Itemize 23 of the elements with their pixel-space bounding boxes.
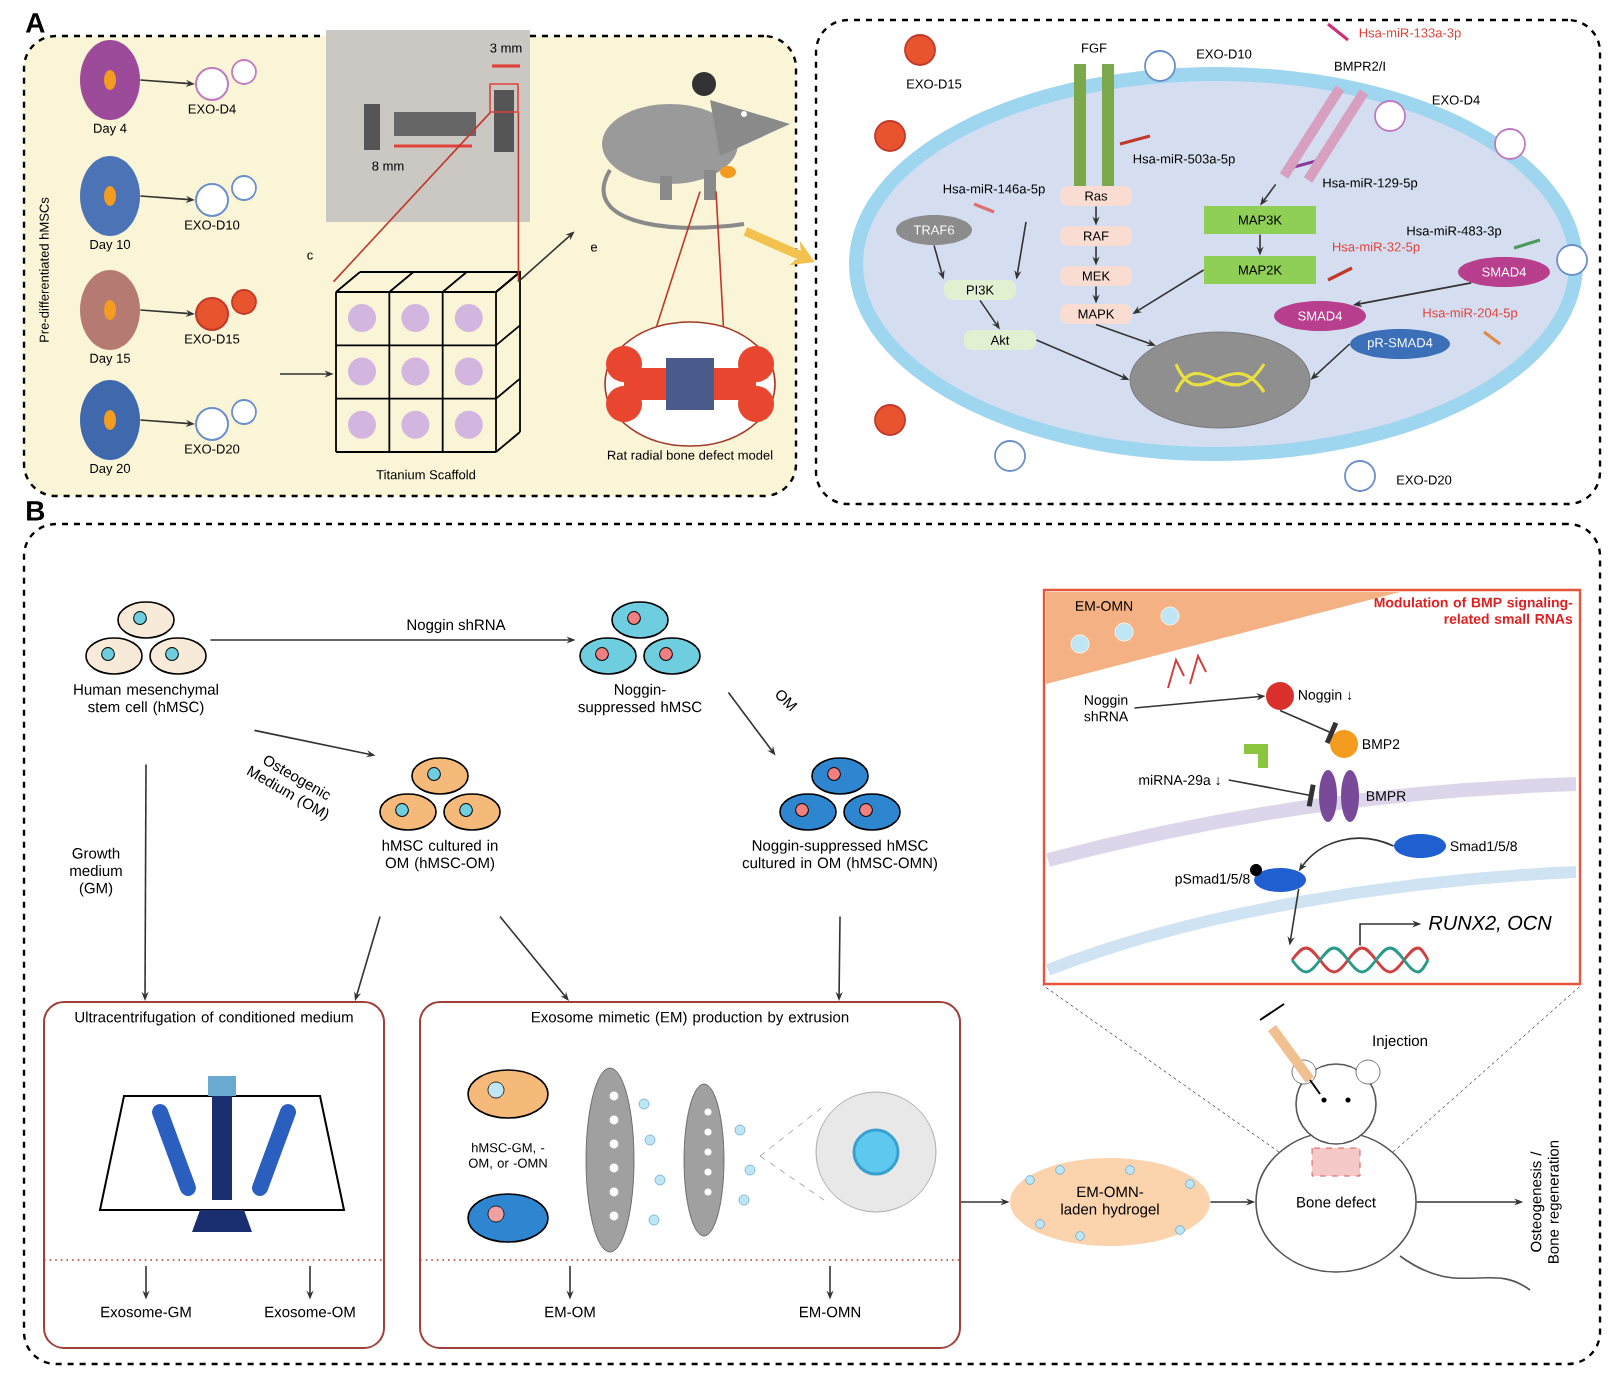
photo — [326, 30, 530, 222]
arrow — [499, 915, 569, 1001]
node-label: A — [25, 13, 45, 33]
rat-drawing — [601, 72, 790, 230]
dna-drawing — [1290, 946, 1430, 974]
inhibition-line — [1227, 779, 1316, 807]
exosome — [874, 404, 906, 436]
exosome — [904, 34, 936, 66]
connector-line — [715, 190, 725, 327]
gene-label: RUNX2, OCN — [1428, 915, 1552, 933]
connector-line — [655, 190, 701, 327]
exosome — [1344, 460, 1376, 492]
connector-line — [1042, 984, 1280, 1153]
exosome — [874, 120, 906, 152]
nucleus-drawing — [1129, 331, 1311, 429]
exosome — [1494, 128, 1526, 160]
exosome — [1144, 50, 1176, 82]
exosome — [1556, 244, 1588, 276]
connector-line — [517, 111, 520, 283]
connector-line — [332, 111, 492, 283]
exosome — [994, 440, 1026, 472]
node-label: B — [27, 501, 45, 521]
exosome — [1374, 100, 1406, 132]
